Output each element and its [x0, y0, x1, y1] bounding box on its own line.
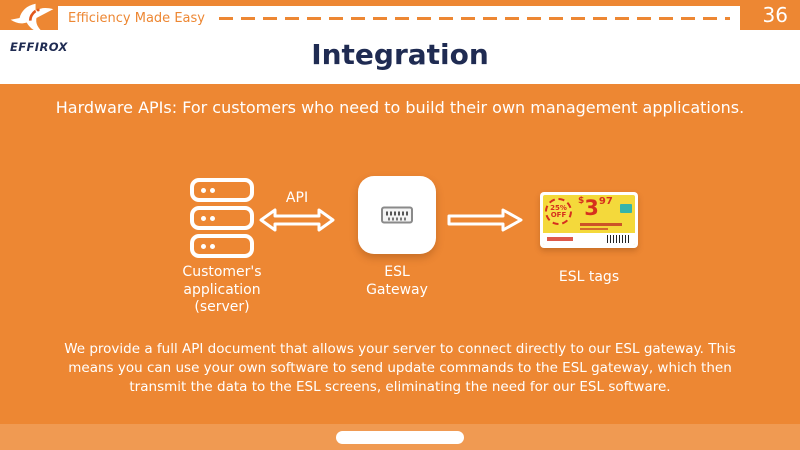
- barcode-icon: [607, 235, 631, 243]
- brand-tagline: Efficiency Made Easy: [68, 10, 205, 26]
- dashed-divider: [218, 16, 730, 20]
- price-dollars: 3: [584, 196, 599, 220]
- brand-name: EFFIROX: [10, 40, 68, 54]
- server-led-dot: [201, 243, 206, 249]
- label-line: ESL tags: [558, 269, 620, 285]
- label-line: Gateway: [366, 281, 428, 298]
- label-line: Customer's: [182, 264, 262, 280]
- label-line: (server): [194, 299, 250, 315]
- server-led-dot: [210, 187, 215, 193]
- gateway-display-dots: [388, 217, 406, 221]
- label-line: ESL: [384, 264, 410, 280]
- footer-pill: [336, 431, 464, 444]
- tag-text-bar: [580, 228, 608, 230]
- server-icon: [190, 178, 254, 262]
- api-double-arrow-icon: [258, 206, 336, 234]
- tag-bottom-text-bar: [547, 237, 573, 241]
- esl-gateway-icon: [358, 176, 436, 254]
- page-number: 36: [762, 3, 788, 27]
- gateway-label: ESL Gateway: [338, 264, 456, 299]
- esl-tags-label: ESL tags: [540, 269, 638, 287]
- server-led-dot: [210, 215, 215, 221]
- server-label: Customer's application (server): [148, 264, 296, 317]
- tag-text-bar: [580, 223, 622, 226]
- api-label: API: [285, 190, 309, 206]
- gateway-display: [381, 206, 413, 224]
- server-tier: [190, 234, 254, 258]
- footer-strip: [0, 424, 800, 450]
- description-paragraph: We provide a full API document that allo…: [64, 341, 736, 395]
- tag-bottom-strip: [543, 233, 635, 245]
- right-arrow-icon: [446, 206, 524, 234]
- price-currency: $: [578, 196, 585, 206]
- esl-tag-screen: 25% OFF $397: [543, 195, 635, 245]
- label-line: application: [183, 281, 261, 298]
- discount-percent: 25%: [550, 203, 567, 212]
- price-cents: 97: [598, 196, 613, 207]
- tag-price: $397: [578, 196, 613, 220]
- server-tier: [190, 206, 254, 230]
- discount-badge: 25% OFF: [545, 198, 572, 225]
- subtitle: Hardware APIs: For customers who need to…: [55, 98, 745, 117]
- server-led-dot: [201, 187, 206, 193]
- slide-title: Integration: [311, 38, 489, 71]
- header-tagline-strip: Efficiency Made Easy: [58, 6, 740, 30]
- slide-header: EFFIROX Integration: [0, 30, 800, 84]
- discount-word: OFF: [550, 210, 567, 219]
- server-led-dot: [201, 215, 206, 221]
- esl-tag-image: 25% OFF $397: [540, 192, 638, 248]
- gateway-display-dots: [386, 211, 408, 216]
- server-tier: [190, 178, 254, 202]
- server-led-dot: [210, 243, 215, 249]
- effirox-logo-icon: [8, 2, 56, 34]
- tag-teal-block: [620, 204, 632, 213]
